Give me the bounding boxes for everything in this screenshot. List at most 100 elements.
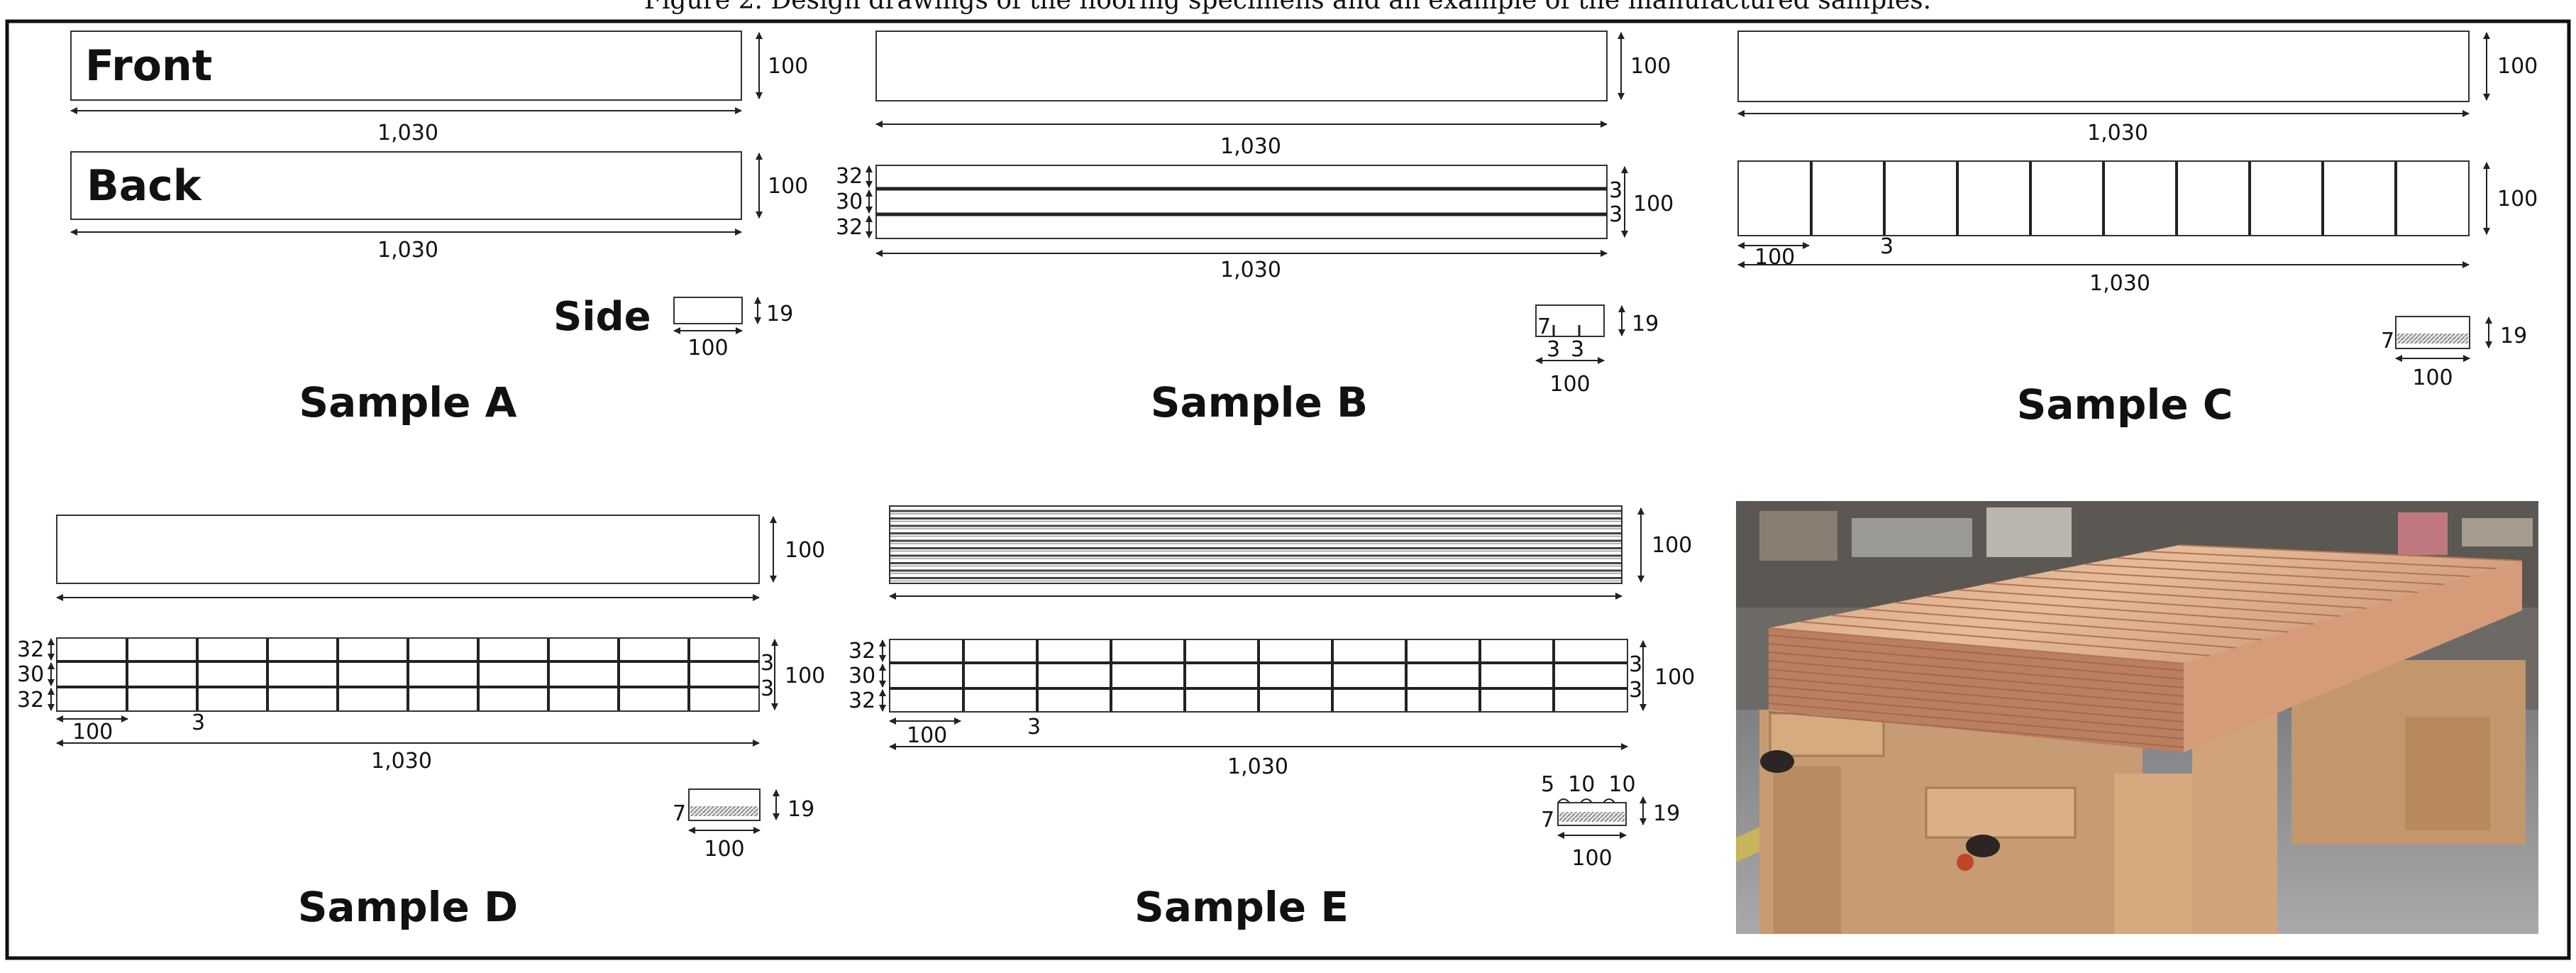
kerf-label: 3 (1027, 715, 1041, 740)
plank-edge (1926, 595, 2314, 625)
panel-sample-c: 100 1,030 100 100 3 1,030 7 19 100 Sampl… (1737, 31, 2538, 429)
side-section (673, 297, 743, 324)
side-width-label: 100 (1571, 846, 1612, 871)
groove-depth-label: 7 (2381, 329, 2394, 353)
back-label: Back (87, 161, 203, 211)
front-grooves (890, 510, 1621, 582)
plank-edge (2179, 544, 2523, 561)
side-groove-band (1559, 812, 1625, 822)
side-thickness-label: 19 (787, 797, 814, 822)
groove-depth-label: 7 (1537, 314, 1551, 339)
groove-label: 3 (1547, 337, 1560, 362)
sample-c-title: Sample C (2017, 380, 2233, 429)
plank-edge (1831, 615, 2236, 649)
plank-edge (1768, 669, 2184, 705)
back-width-label: 100 (2497, 187, 2538, 211)
back-board (875, 165, 1608, 239)
front-board (56, 515, 760, 584)
split-mid-label: 30 (17, 662, 44, 687)
side-groove-band (2397, 334, 2468, 343)
front-width-label: 100 (2497, 54, 2538, 79)
plank-edge (1768, 660, 2184, 697)
back-length-label: 1,030 (1220, 258, 1281, 282)
segment-label: 100 (72, 720, 113, 744)
side-section (2395, 316, 2470, 349)
sample-d-title: Sample D (298, 883, 518, 931)
groove-label: 3 (1609, 202, 1623, 227)
plank-edge (2147, 551, 2497, 570)
front-length-label: 1,030 (377, 121, 438, 145)
kerf-label: 3 (192, 710, 205, 735)
plank-edge (1768, 694, 2184, 731)
plank-edge (1768, 627, 2184, 664)
front-label: Front (85, 41, 212, 91)
back-width-label: 100 (785, 664, 825, 688)
figure-frame (5, 19, 2571, 960)
wood-planks-on-workbench-photo (1736, 501, 2538, 934)
groove-label: 3 (761, 651, 774, 676)
plank-edge (2021, 576, 2392, 601)
groove-label: 3 (1571, 337, 1584, 362)
front-board (875, 31, 1608, 101)
segment-label: 100 (907, 723, 947, 748)
back-board (70, 151, 742, 220)
groove-depth-label: 7 (1541, 808, 1554, 832)
groove-label: 3 (1629, 652, 1642, 677)
front-width-label: 100 (768, 54, 808, 79)
plank-edge (2116, 557, 2470, 578)
split-top-label: 32 (17, 637, 44, 662)
plank-edges (1768, 544, 2523, 748)
sample-a-title: Sample A (299, 378, 516, 427)
back-kerfs (962, 640, 1555, 711)
split-top-label: 32 (848, 639, 875, 664)
sample-b-title: Sample B (1151, 378, 1368, 427)
wave-labels: 5 10 10 (1541, 772, 1636, 797)
groove-label: 3 (1609, 178, 1623, 203)
caption-fragment: Figure 2. Design drawings of the floorin… (644, 0, 1931, 15)
kerf-label: 3 (1880, 234, 1894, 259)
plank-edge (1768, 677, 2184, 714)
plank-edge (1895, 602, 2288, 633)
back-kerfs (1810, 162, 2397, 235)
plank-edge (1768, 686, 2184, 722)
back-width-label: 100 (1654, 665, 1695, 690)
front-width-label: 100 (1652, 533, 1692, 558)
back-kerfs (126, 639, 690, 710)
front-length-label: 1,030 (1220, 134, 1281, 159)
side-groove-band (690, 806, 758, 816)
plank-edge (1800, 621, 2210, 656)
panel-sample-a: Front 100 1,030 Back 100 1,030 Side 19 1… (70, 31, 808, 427)
plank-edge (2084, 564, 2444, 586)
plank-edge (1863, 608, 2262, 641)
plank-edge (1768, 634, 2184, 671)
sample-e-title: Sample E (1134, 883, 1349, 931)
side-thickness-label: 19 (766, 302, 793, 326)
split-mid-label: 30 (848, 664, 875, 688)
plank-edge (1768, 652, 2184, 688)
back-width-label: 100 (1633, 192, 1674, 216)
plank-edge (1768, 643, 2184, 680)
side-thickness-label: 19 (1653, 801, 1680, 826)
plank-edge (1768, 703, 2184, 740)
side-width-label: 100 (2412, 365, 2453, 390)
back-length-label: 1,030 (377, 238, 438, 263)
back-length-label: 1,030 (1227, 754, 1288, 779)
split-top-label: 32 (836, 164, 863, 189)
panel-sample-e: 100 32 30 32 3 3 100 100 3 1,030 5 10 10… (848, 505, 1695, 931)
side-label: Side (553, 294, 651, 340)
front-board (1737, 31, 2470, 102)
back-width-label: 100 (768, 174, 808, 199)
front-width-label: 100 (1630, 54, 1671, 79)
back-length-label: 1,030 (371, 749, 432, 774)
side-thickness-label: 19 (2500, 324, 2527, 348)
front-length-label: 1,030 (2087, 121, 2148, 145)
plank-edge (1989, 583, 2366, 609)
side-width-label: 100 (1549, 372, 1590, 397)
panel-sample-b: 100 1,030 32 30 32 3 3 100 1,030 7 3 3 1… (836, 31, 1674, 427)
side-section (1535, 304, 1605, 337)
panel-sample-d: 100 32 30 32 3 3 100 100 3 1,030 7 19 10… (17, 515, 825, 931)
side-width-label: 100 (704, 837, 744, 862)
front-board (70, 31, 742, 101)
split-bot-label: 32 (836, 215, 863, 240)
plank-edge (1958, 589, 2340, 617)
